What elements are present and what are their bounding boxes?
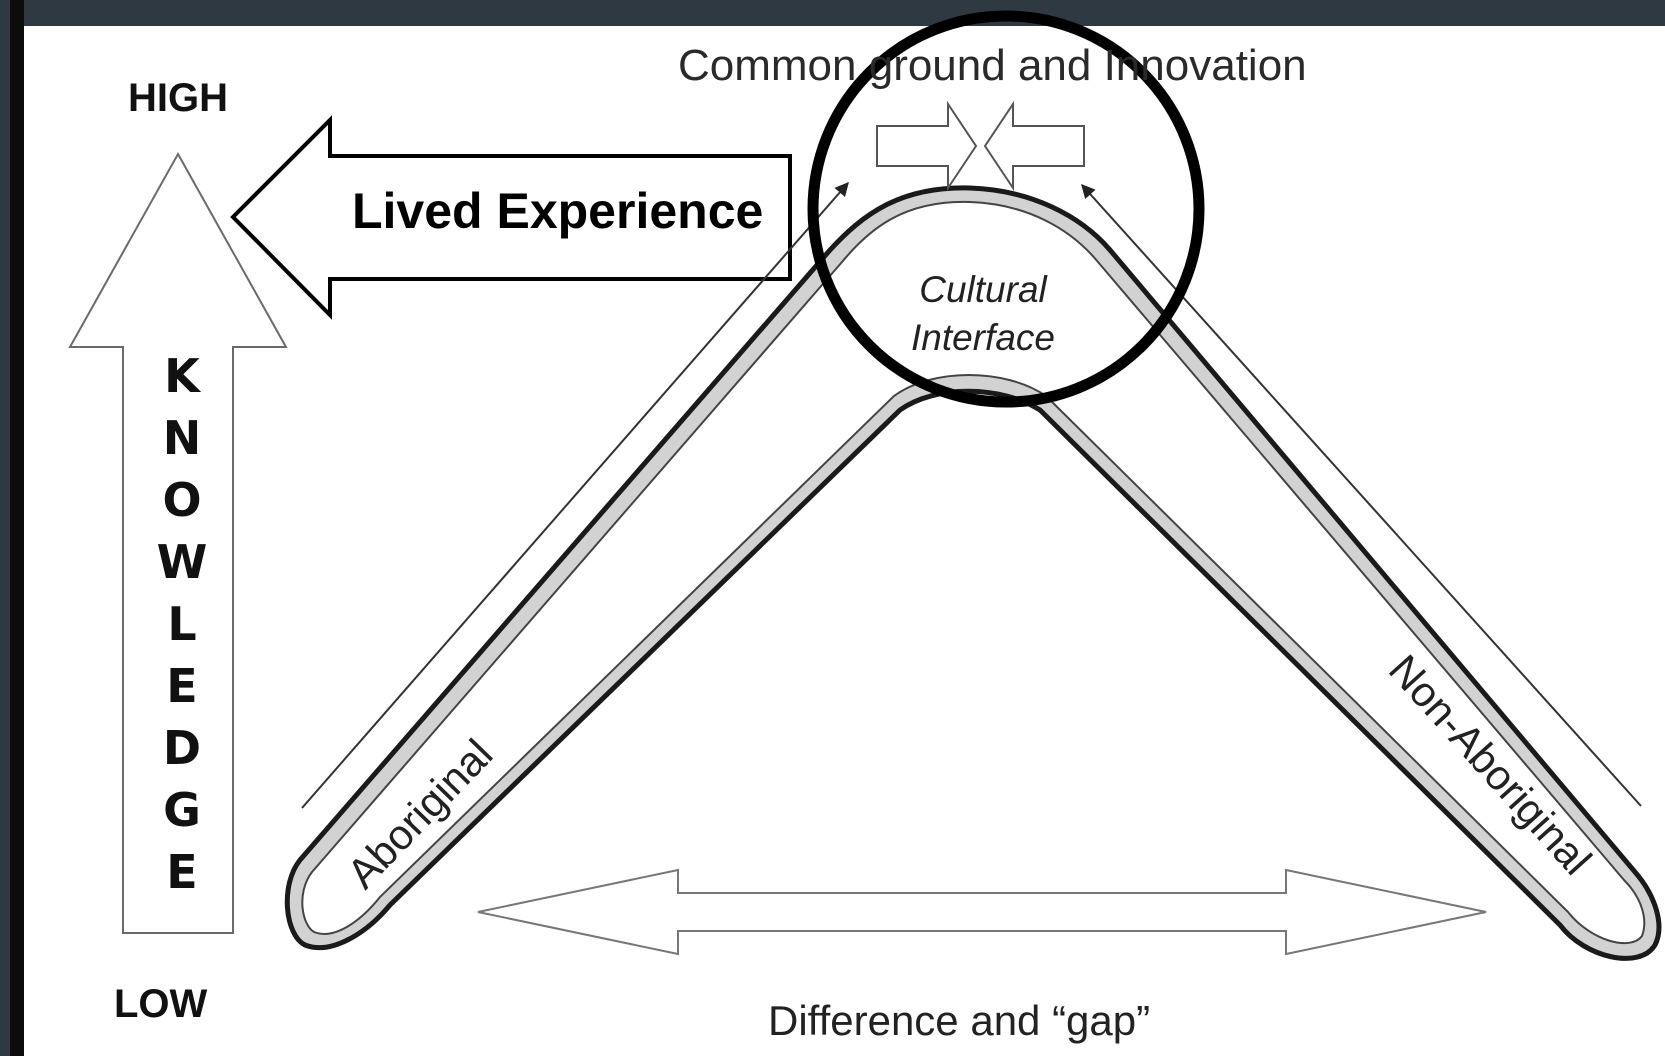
knowledge-letter: E: [166, 659, 198, 713]
knowledge-vertical-label: K N O W L E D G E: [152, 345, 212, 903]
cultural-interface-line-1: Cultural: [919, 269, 1047, 310]
knowledge-letter: K: [164, 349, 200, 403]
knowledge-letter: W: [156, 535, 208, 589]
common-ground-left-arrow: [983, 100, 1085, 192]
knowledge-low-label: LOW: [114, 982, 208, 1026]
knowledge-arrow-shape: [68, 151, 288, 934]
cultural-interface-label: Cultural Interface: [860, 266, 1106, 362]
knowledge-high-label: HIGH: [128, 76, 228, 120]
knowledge-letter: E: [166, 845, 198, 899]
non-aboriginal-guide-line: [1081, 183, 1642, 807]
window-left-border-inner: [0, 0, 10, 1056]
cultural-interface-line-2: Interface: [911, 317, 1055, 359]
aboriginal-guide-line: [301, 181, 849, 809]
cultural-interface-highlight-circle: [807, 10, 1205, 408]
boomerang-inner-outline: [301, 200, 1646, 945]
knowledge-letter: N: [162, 411, 202, 465]
knowledge-letter: O: [162, 473, 202, 527]
knowledge-letter: G: [163, 783, 201, 837]
knowledge-letter: L: [167, 597, 197, 651]
common-ground-right-arrow: [876, 100, 978, 192]
difference-gap-double-arrow: [477, 868, 1487, 956]
common-ground-label: Common ground and Innovation: [678, 41, 1307, 90]
window-left-border: [0, 0, 24, 1056]
lived-experience-label: Lived Experience: [352, 183, 764, 239]
lived-experience-arrow-shape: [230, 115, 792, 320]
window-top-border: [0, 0, 1665, 26]
knowledge-letter: D: [162, 721, 202, 775]
difference-gap-label: Difference and “gap”: [768, 997, 1151, 1044]
